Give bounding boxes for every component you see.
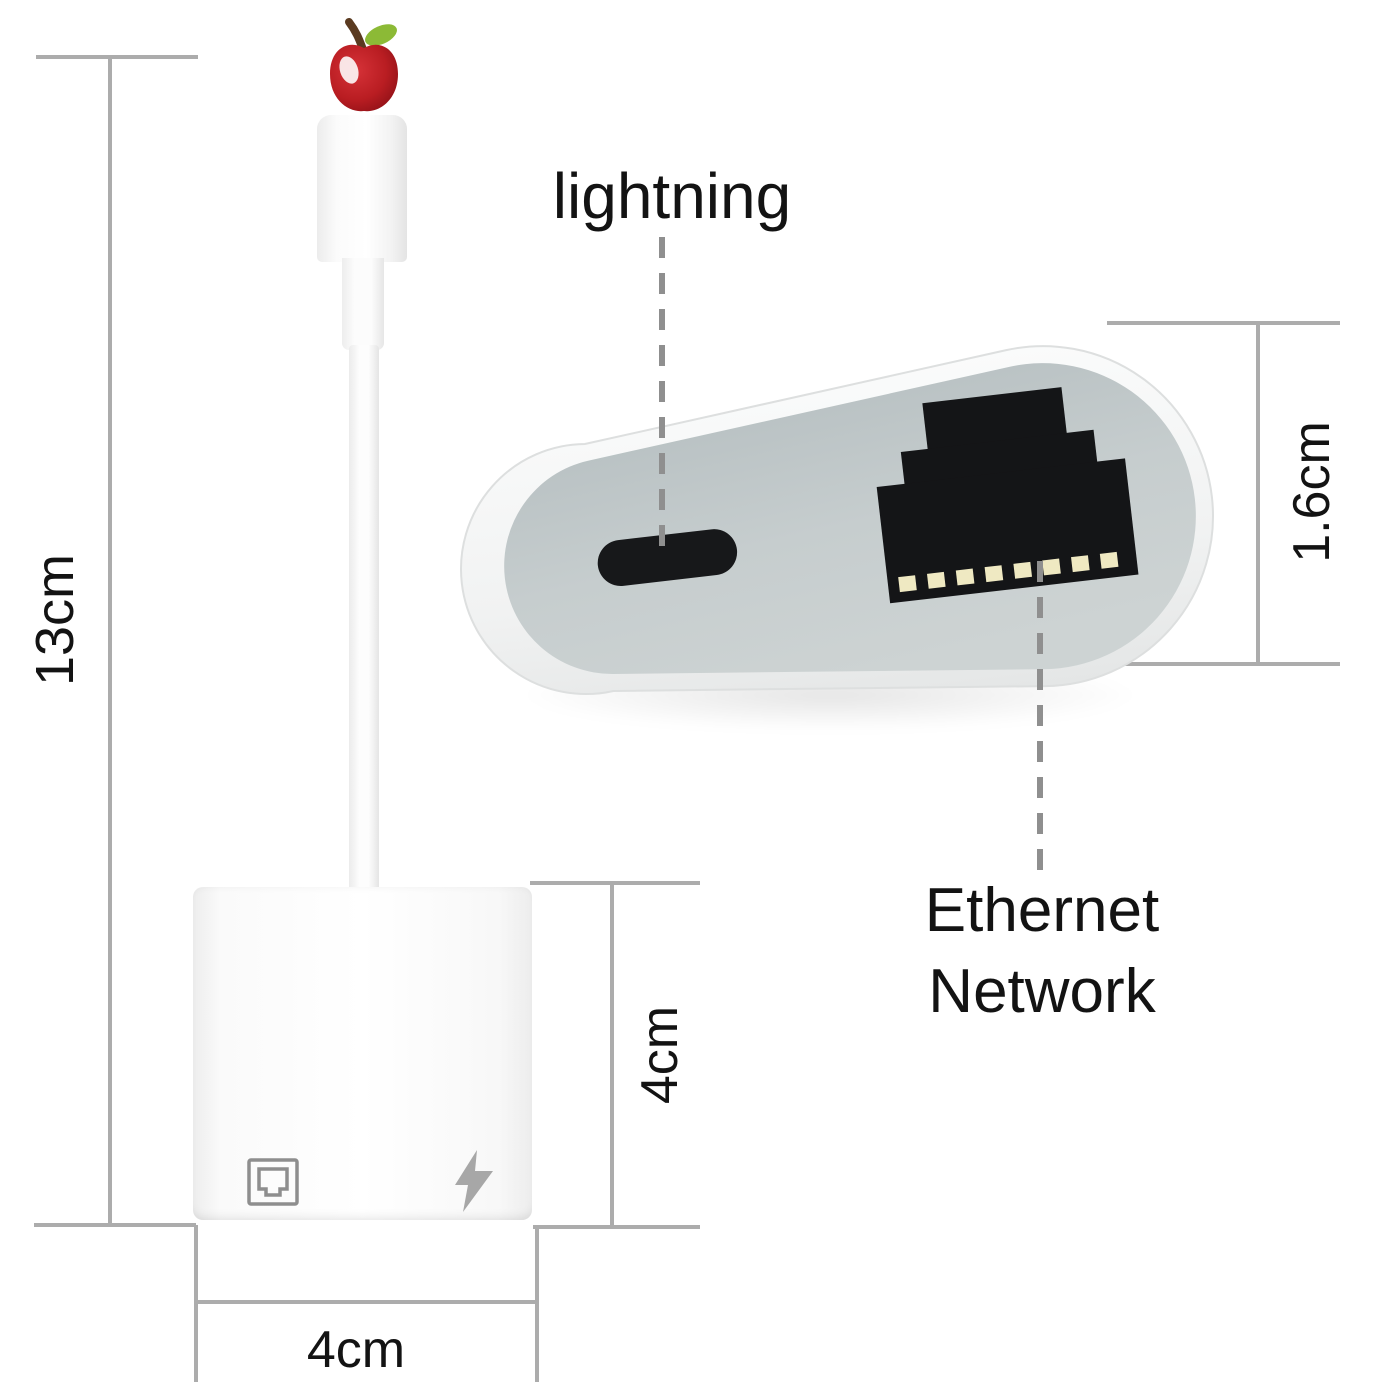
apple-icon [330, 18, 398, 112]
ethernet-label-line1: Ethernet [924, 876, 1160, 945]
dim-13cm-rail [108, 57, 112, 1225]
lightning-label: lightning [552, 160, 792, 232]
dim-4cm-height-bottom-tick [533, 1225, 700, 1229]
dim-label-4cm-width: 4cm [306, 1321, 406, 1379]
dim-13cm-top-tick [36, 55, 198, 59]
lightning-port-opening [597, 529, 738, 586]
lightning-bolt-icon [455, 1150, 493, 1212]
dim-16mm-rail [1256, 323, 1260, 664]
ethernet-port-icon [247, 1158, 299, 1206]
ethernet-label-line2: Network [928, 957, 1156, 1026]
dim-4cm-width-rail [196, 1300, 539, 1304]
dim-16mm-top-tick [1107, 321, 1340, 325]
ethernet-leader-line [1037, 561, 1043, 878]
rj45-gold-pins [898, 551, 1119, 593]
dim-label-13cm: 13cm [25, 553, 85, 687]
apple-leaf [365, 24, 397, 46]
rj45-port-opening [876, 387, 1139, 604]
lightning-leader-line [659, 237, 665, 548]
dim-13cm-bottom-tick [34, 1223, 196, 1227]
dim-label-16mm: 1.6cm [1283, 421, 1341, 563]
apple-highlight [339, 56, 359, 84]
adapter-cable [349, 345, 379, 891]
adapter-end-view [460, 345, 1214, 696]
dim-4cm-height-rail [610, 883, 614, 1227]
dim-4cm-width-right-drop [535, 1227, 539, 1382]
dim-16mm-bottom-tick [1107, 662, 1340, 666]
dim-4cm-height-top-tick [530, 881, 700, 885]
apple-body [330, 44, 398, 112]
ethernet-network-label: Ethernet Network [925, 870, 1159, 1032]
lightning-connector-plug [317, 115, 407, 262]
plug-strain-relief [342, 258, 384, 350]
dim-label-4cm-height: 4cm [631, 1005, 689, 1105]
